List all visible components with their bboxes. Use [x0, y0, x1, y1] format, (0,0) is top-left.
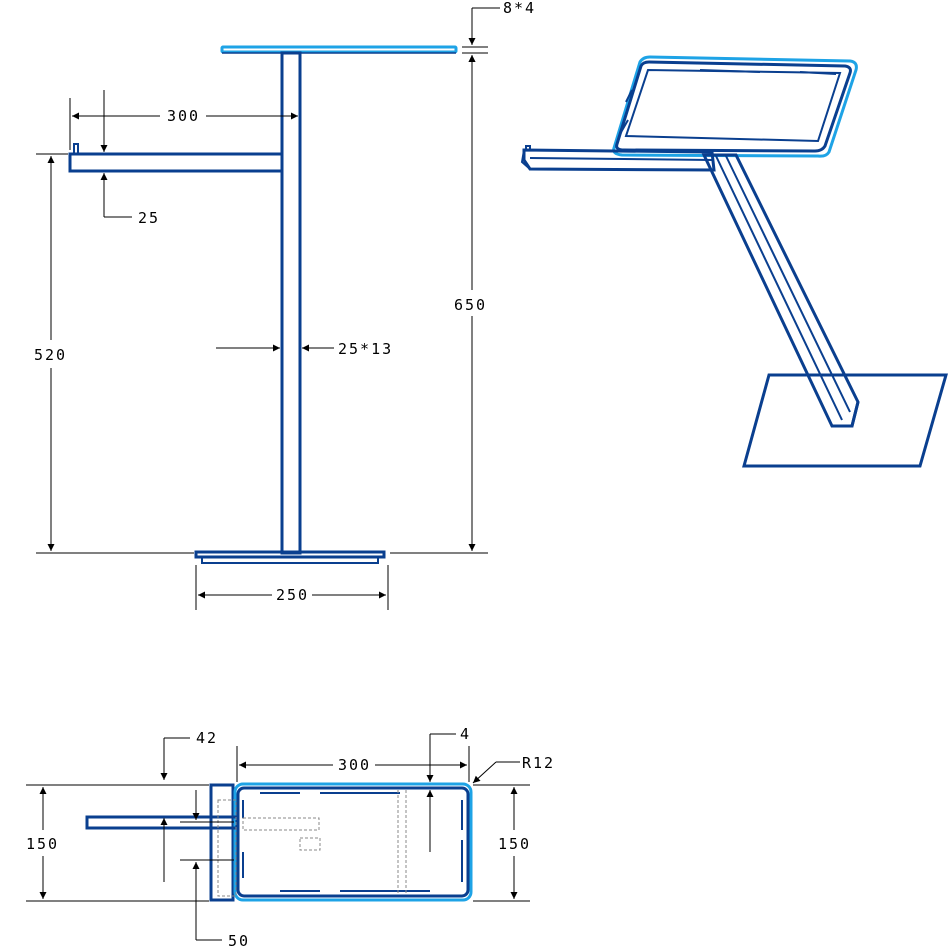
top-plate [220, 45, 458, 54]
dim-top-length-label: 300 [338, 756, 371, 774]
top-view-tray-inner [236, 786, 470, 898]
top-view-tray-outer [233, 782, 473, 902]
isometric-view [520, 55, 948, 468]
dim-arm-elevation-label: 520 [34, 346, 67, 364]
dim-arm-length-label: 300 [167, 107, 200, 125]
dim-base-width-label: 250 [276, 586, 309, 604]
top-view-hidden-1 [242, 817, 320, 831]
iso-arm-edge [529, 157, 713, 161]
iso-tray-recess [624, 68, 842, 143]
vertical-post [280, 51, 302, 555]
iso-arm-lip [520, 145, 531, 170]
iso-tray-outer [612, 55, 858, 158]
front-view-dimensions: 8*4 300 25 25*13 520 650 250 [34, 0, 536, 610]
dim-plate-label: 8*4 [503, 0, 536, 17]
top-view [85, 782, 473, 902]
iso-base-plate [742, 373, 948, 468]
iso-post-edge-2 [725, 155, 851, 413]
top-view-dimensions: 42 300 4 R12 150 150 50 [26, 725, 555, 950]
dim-depth-right-label: 150 [498, 835, 531, 853]
dim-arm-offset-label: 50 [228, 932, 250, 950]
dim-total-height-label: 650 [454, 296, 487, 314]
dim-gap-label: 4 [460, 725, 471, 743]
iso-arm [522, 148, 716, 172]
iso-post-edge-1 [715, 155, 843, 421]
top-view-slots [242, 792, 463, 892]
iso-post-foot [832, 401, 860, 428]
top-view-hidden-2 [299, 837, 321, 851]
dim-arm-height-label: 25 [138, 209, 160, 227]
top-view-hidden-5 [217, 799, 237, 897]
base-plate-flange [201, 557, 379, 564]
dim-tube-label: 25*13 [338, 340, 393, 358]
base-plate [194, 550, 386, 559]
top-view-arm [85, 815, 239, 830]
top-view-post [209, 783, 235, 902]
iso-tray-slots [619, 69, 837, 135]
horizontal-arm [68, 152, 284, 173]
dim-radius-label: R12 [522, 754, 555, 772]
front-view [68, 45, 458, 564]
dim-top-offset-label: 42 [196, 729, 218, 747]
arm-end-lip [73, 143, 79, 154]
dim-depth-left-label: 150 [26, 835, 59, 853]
